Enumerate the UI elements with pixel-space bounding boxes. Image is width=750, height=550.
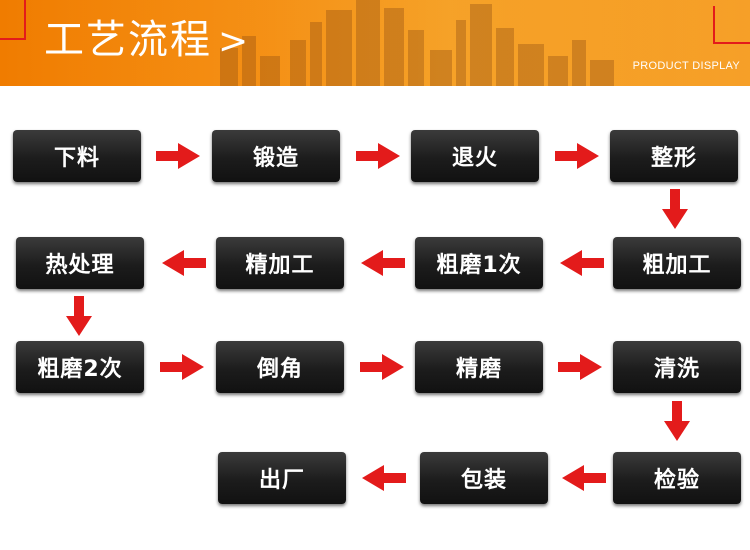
flow-step-label: 锻造 (252, 146, 299, 171)
flow-step-label: 下料 (53, 146, 100, 171)
arrow-down-icon (662, 189, 688, 229)
arrow-left-icon (562, 465, 606, 491)
flow-step-label: 粗磨2次 (37, 357, 123, 382)
page-title-text: 工艺流程 (44, 17, 212, 63)
flow-step-box: 整形 (610, 130, 738, 182)
flow-step-label: 出厂 (258, 468, 305, 493)
flow-step-box: 倒角 (216, 341, 344, 393)
flow-step-box: 粗加工 (613, 237, 741, 289)
arrow-right-icon (558, 354, 602, 380)
flow-step-label: 精磨 (455, 357, 502, 382)
corner-frame-left (0, 0, 26, 40)
header-banner: 工艺流程> PRODUCT DISPLAY (0, 0, 750, 86)
page-subtitle: PRODUCT DISPLAY (632, 60, 740, 72)
flow-step-label: 热处理 (45, 253, 115, 278)
flow-step-box: 精加工 (216, 237, 344, 289)
corner-frame-right (713, 6, 750, 44)
flow-step-box: 包装 (420, 452, 548, 504)
flow-step-label: 退火 (451, 146, 498, 171)
arrow-right-icon (360, 354, 404, 380)
page-title: 工艺流程> (44, 14, 250, 68)
arrow-left-icon (560, 250, 604, 276)
flow-step-label: 粗磨1次 (436, 253, 522, 278)
flow-step-box: 检验 (613, 452, 741, 504)
arrow-right-icon (555, 143, 599, 169)
arrow-right-icon (356, 143, 400, 169)
flow-step-label: 整形 (650, 146, 697, 171)
flow-step-box: 下料 (13, 130, 141, 182)
flow-step-box: 热处理 (16, 237, 144, 289)
flow-step-label: 粗加工 (642, 253, 712, 278)
flow-step-label: 检验 (653, 468, 700, 493)
flow-step-label: 精加工 (245, 253, 315, 278)
flow-step-label: 倒角 (256, 357, 303, 382)
flow-step-box: 退火 (411, 130, 539, 182)
arrow-down-icon (66, 296, 92, 336)
flow-step-box: 粗磨1次 (415, 237, 543, 289)
arrow-left-icon (362, 465, 406, 491)
city-skyline-image (0, 0, 750, 86)
flow-step-box: 出厂 (218, 452, 346, 504)
arrow-right-icon (160, 354, 204, 380)
arrow-left-icon (162, 250, 206, 276)
chevron-right-icon: > (218, 21, 251, 62)
arrow-right-icon (156, 143, 200, 169)
flow-step-label: 清洗 (653, 357, 700, 382)
flow-step-box: 粗磨2次 (16, 341, 144, 393)
arrow-left-icon (361, 250, 405, 276)
flow-step-label: 包装 (460, 468, 507, 493)
flow-step-box: 清洗 (613, 341, 741, 393)
flow-step-box: 精磨 (415, 341, 543, 393)
arrow-down-icon (664, 401, 690, 441)
flow-step-box: 锻造 (212, 130, 340, 182)
